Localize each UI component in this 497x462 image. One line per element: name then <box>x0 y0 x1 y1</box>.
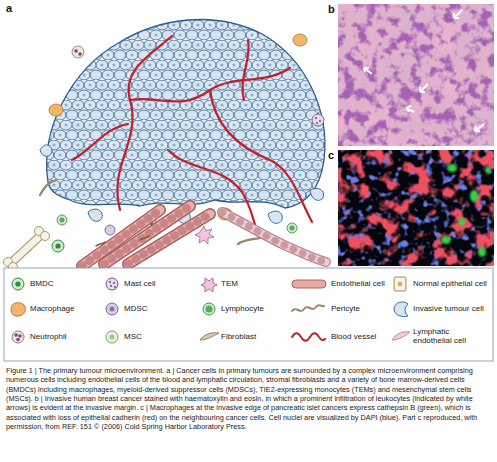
legend-label: MSC <box>124 333 198 342</box>
legend-label: Fibroblast <box>221 333 287 342</box>
legend-icons <box>11 277 410 343</box>
tumour-blood-vessels <box>72 36 312 228</box>
legend-label: Endothelial cell <box>331 280 385 289</box>
panel-label: c <box>328 149 334 161</box>
legend-label: Lymphatic endothelial cell <box>413 328 490 346</box>
blood-vessel-tubes <box>82 206 210 266</box>
figure-caption: Figure 1 | The primary tumour microenvir… <box>6 366 492 431</box>
legend-label: TEM <box>221 280 287 289</box>
lymphatic-vessel <box>222 212 326 262</box>
legend-label: Normal epithelial cell <box>413 280 490 289</box>
panel-label: b <box>328 3 335 15</box>
legend-label: Macrophage <box>30 305 100 314</box>
tumour-mass <box>47 20 325 208</box>
legend-label: Pericyte <box>331 305 385 314</box>
legend-label: Neutrophil <box>30 333 100 342</box>
legend-box <box>4 268 493 361</box>
legend-label: Invasive tumour cell <box>413 305 490 314</box>
legend-label: BMDC <box>30 280 100 289</box>
fluorescence-micrograph <box>338 150 494 266</box>
he-micrograph <box>338 4 494 146</box>
legend-label: MDSC <box>124 305 198 314</box>
panel-label: a <box>6 2 12 14</box>
bone-and-bmdc <box>4 227 65 272</box>
legend-label: Blood vessel <box>331 333 385 342</box>
legend-label: Lymphocyte <box>221 305 287 314</box>
legend-label: Mast cell <box>124 280 198 289</box>
